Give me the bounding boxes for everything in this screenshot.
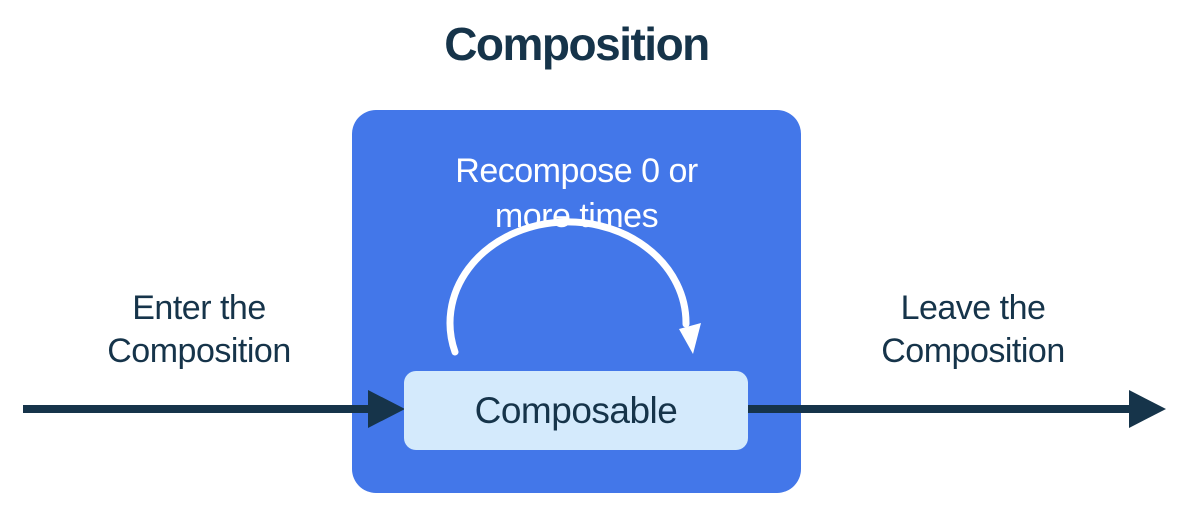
recompose-arc-head-icon: [679, 323, 701, 354]
enter-composition-label: Enter the Composition: [107, 289, 291, 370]
leave-arrow-head-icon: [1129, 390, 1166, 428]
diagram-title: Composition: [444, 18, 710, 70]
composable-label: Composable: [474, 389, 678, 431]
composable-box: Composable: [404, 371, 748, 450]
leave-composition-label: Leave the Composition: [881, 289, 1065, 370]
recompose-label: Recompose 0 or more times: [455, 152, 698, 235]
recompose-arc: [446, 218, 690, 356]
enter-arrow-head-icon: [368, 390, 405, 428]
